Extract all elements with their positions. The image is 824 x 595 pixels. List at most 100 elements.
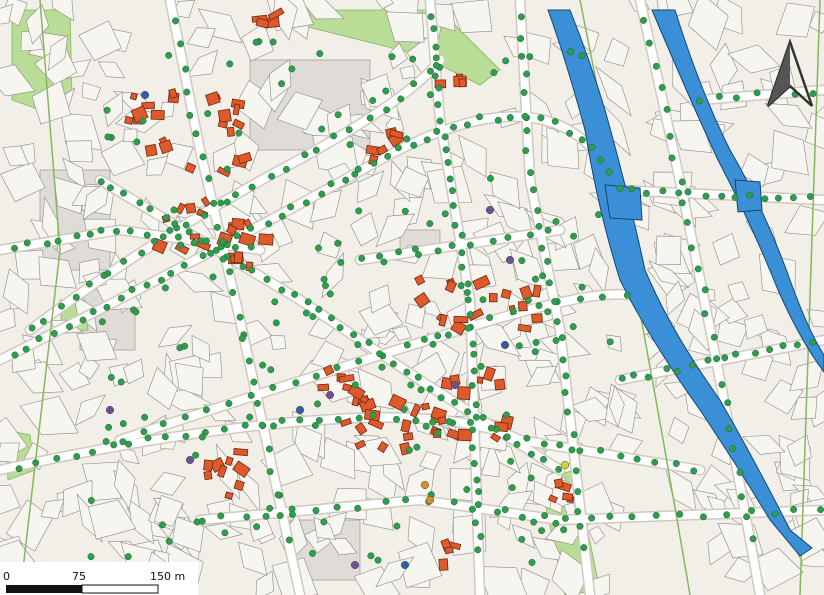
survey-point[interactable] xyxy=(724,399,732,407)
survey-point[interactable] xyxy=(302,199,310,207)
survey-point[interactable] xyxy=(50,330,58,337)
heritage-building[interactable] xyxy=(562,492,574,501)
survey-point[interactable] xyxy=(560,526,568,534)
survey-point[interactable] xyxy=(226,268,234,276)
survey-point[interactable] xyxy=(531,348,539,356)
survey-point[interactable] xyxy=(104,133,112,141)
survey-point[interactable] xyxy=(577,295,584,303)
survey-point[interactable] xyxy=(507,457,515,465)
survey-point[interactable] xyxy=(309,549,316,557)
survey-point[interactable] xyxy=(269,383,277,391)
survey-point[interactable] xyxy=(312,507,320,514)
survey-point[interactable] xyxy=(552,519,560,527)
survey-point[interactable] xyxy=(527,450,535,458)
heritage-building[interactable] xyxy=(258,233,274,246)
survey-point[interactable] xyxy=(449,202,457,209)
survey-point[interactable] xyxy=(566,129,574,137)
survey-point[interactable] xyxy=(463,486,471,493)
survey-point[interactable] xyxy=(285,536,293,544)
survey-point[interactable] xyxy=(141,413,149,421)
survey-point[interactable] xyxy=(325,390,335,400)
survey-point[interactable] xyxy=(470,367,478,375)
survey-point[interactable] xyxy=(39,317,47,325)
survey-point[interactable] xyxy=(86,230,94,238)
survey-point[interactable] xyxy=(466,311,474,318)
survey-point[interactable] xyxy=(427,13,435,21)
survey-point[interactable] xyxy=(628,185,636,193)
survey-point[interactable] xyxy=(790,506,798,513)
survey-point[interactable] xyxy=(223,165,231,173)
survey-point[interactable] xyxy=(422,422,430,430)
survey-point[interactable] xyxy=(506,114,514,121)
survey-point[interactable] xyxy=(658,84,666,91)
survey-point[interactable] xyxy=(518,513,526,521)
survey-point[interactable] xyxy=(217,512,225,520)
survey-point[interactable] xyxy=(140,428,148,436)
survey-point[interactable] xyxy=(527,169,535,177)
survey-point[interactable] xyxy=(199,252,207,260)
survey-point[interactable] xyxy=(718,381,726,389)
survey-point[interactable] xyxy=(642,189,650,197)
survey-point[interactable] xyxy=(410,80,418,88)
survey-point[interactable] xyxy=(699,513,707,521)
survey-point[interactable] xyxy=(789,194,797,202)
survey-point[interactable] xyxy=(723,511,731,519)
survey-point[interactable] xyxy=(464,296,472,304)
survey-point[interactable] xyxy=(475,488,483,496)
survey-point[interactable] xyxy=(219,238,227,246)
survey-point[interactable] xyxy=(233,232,241,240)
survey-point[interactable] xyxy=(113,227,120,235)
survey-point[interactable] xyxy=(267,366,275,374)
survey-point[interactable] xyxy=(576,522,584,530)
survey-point[interactable] xyxy=(253,523,261,531)
survey-point[interactable] xyxy=(544,257,552,265)
survey-point[interactable] xyxy=(292,379,300,387)
survey-point[interactable] xyxy=(562,372,570,380)
survey-point[interactable] xyxy=(588,514,596,522)
survey-point[interactable] xyxy=(580,544,588,552)
survey-point[interactable] xyxy=(223,198,231,206)
heritage-building[interactable] xyxy=(409,403,422,418)
survey-point[interactable] xyxy=(334,111,342,119)
survey-point[interactable] xyxy=(526,53,534,61)
heritage-building[interactable] xyxy=(232,103,241,116)
survey-point[interactable] xyxy=(143,281,151,289)
heritage-building[interactable] xyxy=(421,402,431,411)
survey-point[interactable] xyxy=(380,258,388,266)
heritage-building[interactable] xyxy=(226,126,235,137)
survey-point[interactable] xyxy=(268,172,276,180)
survey-point[interactable] xyxy=(217,199,225,207)
survey-point[interactable] xyxy=(315,305,323,313)
survey-point[interactable] xyxy=(72,293,80,301)
survey-point[interactable] xyxy=(509,308,517,315)
survey-point[interactable] xyxy=(809,90,817,98)
survey-point[interactable] xyxy=(288,511,296,518)
survey-point[interactable] xyxy=(403,341,411,349)
heritage-building[interactable] xyxy=(453,315,469,324)
survey-point[interactable] xyxy=(295,405,305,415)
survey-point[interactable] xyxy=(388,53,396,61)
survey-point[interactable] xyxy=(534,207,542,215)
survey-point[interactable] xyxy=(597,446,605,454)
survey-point[interactable] xyxy=(689,361,696,369)
survey-point[interactable] xyxy=(247,392,255,399)
survey-point[interactable] xyxy=(731,193,739,201)
survey-point[interactable] xyxy=(774,194,782,202)
survey-point[interactable] xyxy=(288,65,296,73)
survey-point[interactable] xyxy=(266,504,274,512)
survey-point[interactable] xyxy=(282,165,290,173)
survey-point[interactable] xyxy=(617,452,625,460)
survey-point[interactable] xyxy=(365,339,373,346)
survey-point[interactable] xyxy=(434,101,442,109)
survey-point[interactable] xyxy=(574,488,582,496)
survey-point[interactable] xyxy=(732,94,740,102)
survey-point[interactable] xyxy=(207,249,215,257)
survey-point[interactable] xyxy=(494,116,502,124)
survey-point[interactable] xyxy=(445,418,453,425)
survey-point[interactable] xyxy=(570,232,578,240)
survey-point[interactable] xyxy=(165,537,173,545)
survey-point[interactable] xyxy=(570,431,578,439)
survey-point[interactable] xyxy=(489,237,497,245)
survey-point[interactable] xyxy=(318,190,326,198)
survey-point[interactable] xyxy=(105,423,113,431)
